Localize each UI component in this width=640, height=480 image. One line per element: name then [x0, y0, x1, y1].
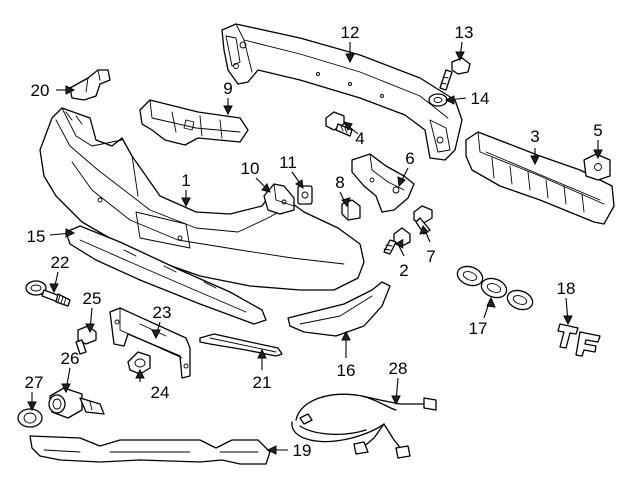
callout-2: 2 — [399, 261, 408, 280]
parking-sensor-icon — [48, 387, 105, 419]
callout-9: 9 — [223, 79, 232, 98]
sensor-holder-icon — [127, 351, 151, 375]
bracket-icon-6 — [351, 153, 415, 213]
callout-16: 16 — [337, 361, 356, 380]
callout-1: 1 — [181, 171, 190, 190]
molding-icon — [199, 333, 283, 357]
callout-22: 22 — [51, 253, 70, 272]
callout-18: 18 — [557, 279, 576, 298]
callout-13: 13 — [455, 23, 474, 42]
callout-3: 3 — [530, 127, 539, 146]
callout-28: 28 — [389, 359, 408, 378]
bolt-icon-25 — [75, 325, 97, 355]
bolt-icon-4 — [325, 111, 353, 137]
callout-12: 12 — [341, 23, 360, 42]
center-guide-icon — [139, 99, 249, 146]
lower-trim-icon — [65, 225, 267, 325]
bracket-icon-10 — [263, 183, 295, 215]
callout-21: 21 — [253, 373, 272, 392]
bolt-icon-2 — [383, 227, 411, 255]
reinforcement-beam-icon — [221, 23, 463, 161]
leader-arrowheads — [27, 51, 603, 455]
tow-eye-icon — [25, 280, 71, 307]
callout-20: 20 — [31, 81, 50, 100]
callout-11: 11 — [279, 153, 297, 172]
lower-shield-icon — [29, 435, 271, 465]
bracket-icon-20 — [69, 69, 111, 101]
callout-6: 6 — [405, 149, 414, 168]
emblem-rings-icon — [456, 265, 534, 311]
callout-17: 17 — [469, 319, 488, 338]
clip-icon-11 — [297, 185, 313, 205]
side-trim-icon — [287, 281, 391, 337]
nut-retainer-icon — [583, 153, 611, 181]
callout-23: 23 — [153, 303, 172, 322]
callout-24: 24 — [151, 383, 170, 402]
callout-10: 10 — [241, 159, 260, 178]
callout-27: 27 — [25, 373, 44, 392]
emblem-letters-icon — [557, 323, 601, 357]
callout-25: 25 — [83, 289, 102, 308]
callout-labels: 1 2 3 4 5 6 7 8 9 10 11 12 13 14 15 16 1… — [25, 23, 603, 460]
callout-15: 15 — [27, 227, 46, 246]
callout-5: 5 — [593, 121, 602, 140]
energy-absorber-icon — [465, 131, 615, 225]
washer-icon-14 — [428, 93, 448, 107]
callout-26: 26 — [61, 349, 80, 368]
wiring-harness-icon — [291, 393, 437, 459]
callout-7: 7 — [426, 247, 435, 266]
callout-8: 8 — [335, 173, 344, 192]
callout-19: 19 — [293, 441, 312, 460]
sensor-ring-icon — [17, 408, 43, 428]
bolt-icon-13 — [439, 57, 471, 91]
callout-14: 14 — [471, 89, 490, 108]
callout-4: 4 — [355, 129, 364, 148]
mount-bracket-icon — [109, 307, 191, 379]
